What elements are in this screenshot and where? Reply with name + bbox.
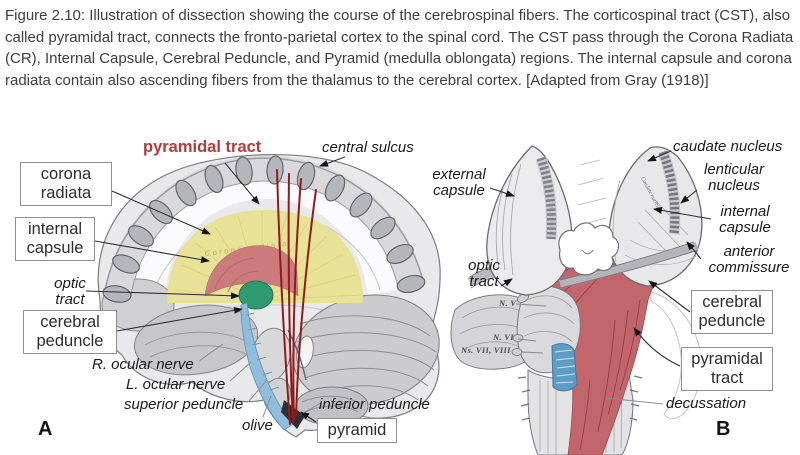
figure-caption: Figure 2.10: Illustration of dissection …	[5, 7, 794, 89]
label-r-ocular-nerve: R. ocular nerve	[92, 356, 194, 373]
panel-a-art: Corona radiata	[97, 153, 441, 438]
label-decussation: decussation	[666, 395, 747, 412]
label-nerves-vii-viii: Ns. VII, VIII	[461, 345, 511, 355]
panel-letter-a: A	[38, 418, 53, 440]
ventricle-butterfly	[558, 222, 620, 276]
label-optic-tract-b: optic tract	[468, 257, 500, 290]
label-internal-capsule-b: internal capsule	[719, 203, 771, 236]
label-internal-capsule-a: internal capsule	[15, 217, 95, 261]
panel-b-art: Caudate nucleus	[450, 145, 703, 455]
left-petal	[486, 145, 573, 296]
label-inferior-peduncle: inferior peduncle	[319, 396, 430, 413]
label-pyramidal-tract-title: pyramidal tract	[143, 138, 262, 156]
label-optic-tract-a: optic tract	[54, 275, 86, 308]
internal-capsule-region	[204, 245, 299, 297]
label-corona-radiata: corona radiata	[20, 162, 112, 206]
label-caudate-nucleus: caudate nucleus	[673, 138, 783, 155]
label-olive: olive	[242, 417, 273, 434]
label-anterior-commissure: anterior commissure	[708, 243, 790, 276]
right-petal: Caudate nucleus	[608, 146, 703, 287]
peduncle-blue-b	[551, 343, 578, 392]
cerebral-peduncle-region	[240, 302, 294, 431]
anterior-commissure-band	[559, 242, 699, 288]
leader-lines	[85, 150, 712, 423]
label-nerve-v: N. V	[499, 298, 517, 308]
label-l-ocular-nerve: L. ocular nerve	[126, 376, 226, 393]
label-superior-peduncle: superior peduncle	[124, 396, 244, 413]
label-lenticular-nucleus: lenticular nucleus	[703, 161, 765, 194]
label-cerebral-peduncle-b: cerebral peduncle	[691, 290, 773, 334]
label-pyramidal-tract-b: pyramidal tract	[681, 347, 773, 391]
label-external-capsule: external capsule	[432, 166, 486, 199]
label-cerebral-peduncle-a: cerebral peduncle	[23, 310, 117, 354]
cortex-band	[102, 155, 426, 303]
label-central-sulcus: central sulcus	[322, 139, 414, 156]
panel-letter-b: B	[716, 418, 731, 440]
label-pyramid: pyramid	[317, 418, 397, 443]
pyramidal-fibers	[276, 169, 317, 425]
label-nerve-vi: N. VI	[493, 332, 514, 342]
